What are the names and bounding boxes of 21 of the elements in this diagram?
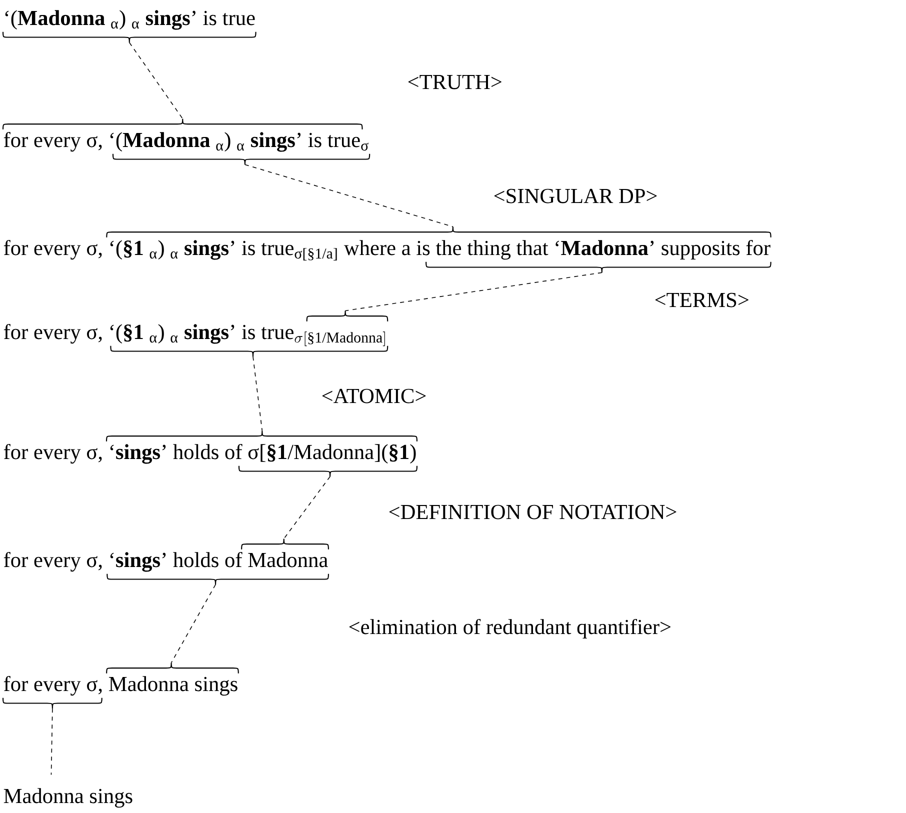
dashed-connector [252,356,263,432]
rule-label: <TERMS> [655,292,748,308]
dashed-connector [170,584,216,664]
dashed-connector [244,164,454,228]
derivation-line: for every σ, ‘sings’ holds of σ[§1/Madonna](§1) [4,444,416,464]
derivation-line: for every σ, Madonna sings [4,676,238,696]
rule-label: <DEFINITION OF NOTATION> [389,504,676,520]
dashed-connector [344,272,602,312]
derivation-line: ‘(Madonna $_{α}$) $_{α}$ sings’ is true [5,10,255,30]
rule-label: <SINGULAR DP> [494,188,657,204]
derivation-line: for every σ, ‘(§1 $_{α}$) $_{α}$ sings’ is true$_{σ[§1/a]}$ where a is the thing that ‘Madonna’ supposits for [4,240,770,260]
rule-label: <ATOMIC> [322,388,426,404]
derivation-line: for every σ, ‘(Madonna $_{α}$) $_{α}$ sings’ is true$_{σ}$ [4,132,368,152]
dashed-connector [283,476,330,540]
derivation-line: for every σ, ‘(§1 $_{α}$) $_{α}$ sings’ is $\text{true}_{\sigma[\text{§1/Madonna}]}$ [4,324,385,346]
dashed-connector [129,42,184,120]
derivation-line: for every σ, ‘sings’ holds of Madonna [4,552,328,572]
rule-label: <elimination of redundant quantifier> [349,618,671,639]
derivation-line: Madonna sings [4,788,132,808]
dashed-connector [50,708,53,776]
rule-label: <TRUTH> [408,75,502,90]
